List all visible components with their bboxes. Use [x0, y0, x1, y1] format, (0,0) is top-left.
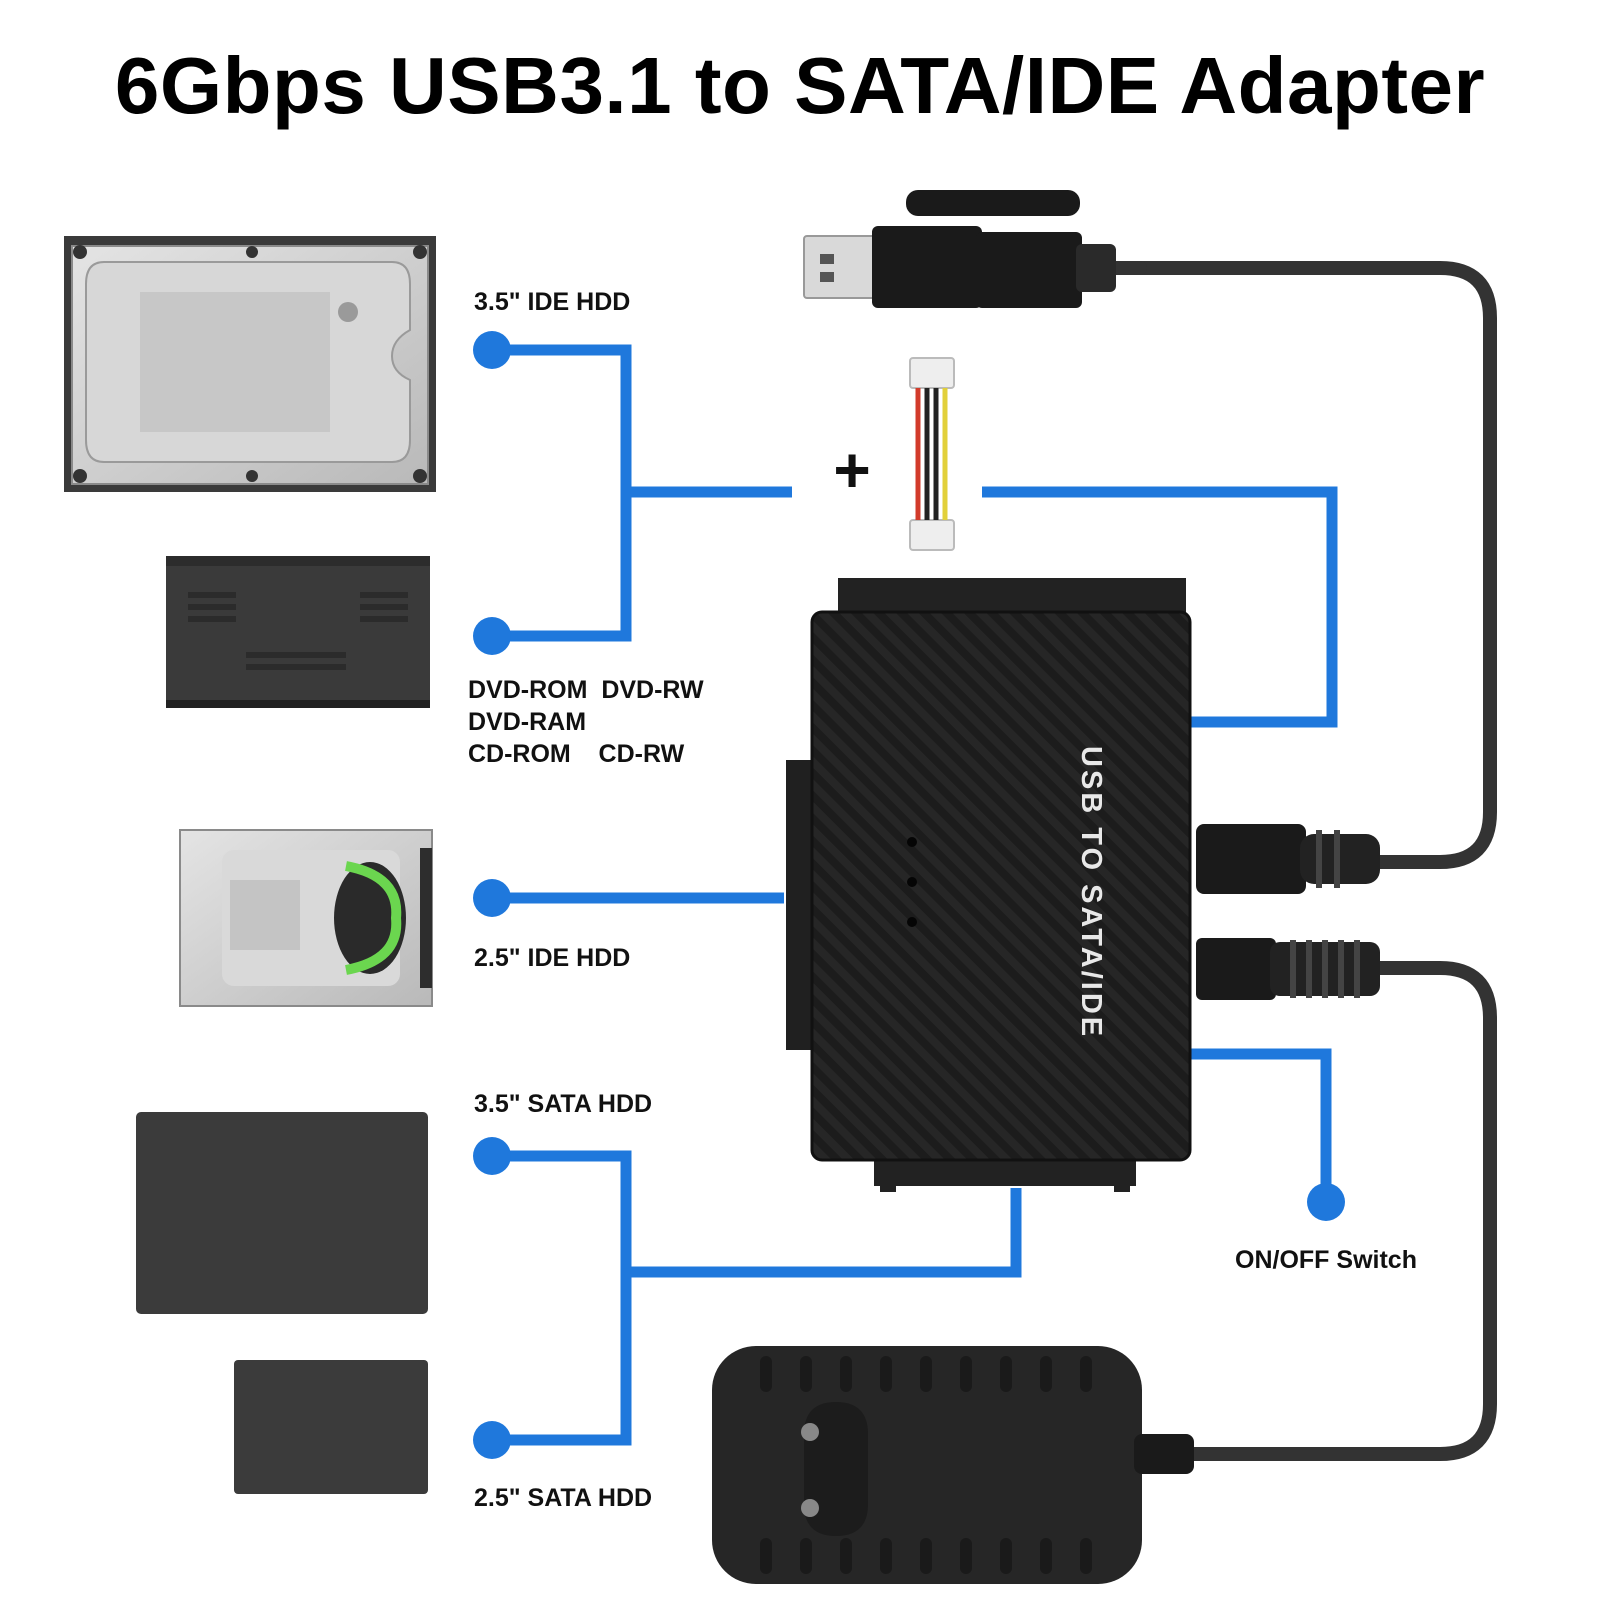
led-2: [907, 877, 917, 887]
ide-35-hdd-image: [64, 236, 436, 492]
ac-power-adapter-image: [712, 1346, 1194, 1584]
dot-ide-35: [473, 331, 511, 369]
label-optical-line3: CD-ROM CD-RW: [468, 740, 685, 768]
label-ide-35-hdd: 3.5" IDE HDD: [474, 288, 630, 316]
plus-sign: +: [833, 434, 870, 506]
usb-cable-image: [803, 190, 1497, 894]
connector-dots: [473, 331, 1345, 1459]
sata-25-hdd-image: [234, 1360, 428, 1494]
label-sata-35-hdd: 3.5" SATA HDD: [474, 1090, 652, 1118]
label-ide-25-hdd: 2.5" IDE HDD: [474, 944, 630, 972]
optical-drive-image: [166, 556, 430, 708]
page-title: 6Gbps USB3.1 to SATA/IDE Adapter: [114, 41, 1486, 130]
sata-35-hdd-image: [136, 1112, 428, 1314]
led-1: [907, 837, 917, 847]
adapter-device: USB TO SATA/IDE: [786, 578, 1192, 1192]
label-optical-line1: DVD-ROM DVD-RW: [468, 676, 704, 704]
dot-switch: [1307, 1183, 1345, 1221]
label-sata-25-hdd: 2.5" SATA HDD: [474, 1484, 652, 1512]
power-cable-image: [909, 357, 955, 551]
ide-25-hdd-image: [179, 829, 433, 1007]
dot-sata-35: [473, 1137, 511, 1175]
dot-ide-25: [473, 879, 511, 917]
led-3: [907, 917, 917, 927]
dot-sata-25: [473, 1421, 511, 1459]
device-label: USB TO SATA/IDE: [1075, 746, 1107, 1039]
label-optical-line2: DVD-RAM: [468, 708, 586, 736]
connector-lines: [492, 344, 1338, 1446]
power-adapter-cable-image: [1173, 938, 1497, 1461]
label-on-off-switch: ON/OFF Switch: [1235, 1246, 1417, 1274]
dot-optical: [473, 617, 511, 655]
